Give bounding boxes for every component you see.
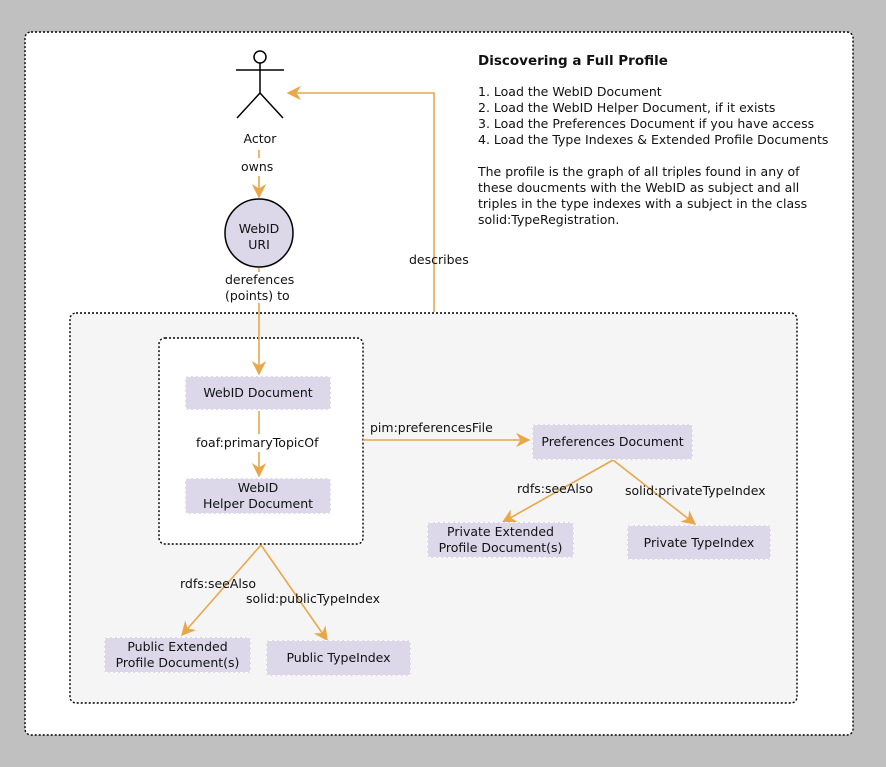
node-webid-helper-label-2: Helper Document: [202, 496, 314, 511]
edge-label-see-also-private: rdfs:seeAlso: [517, 481, 594, 496]
node-public-extended-profile: Public Extended Profile Document(s): [104, 637, 251, 673]
description-line-3: triples in the type indexes with a subje…: [478, 196, 808, 211]
node-private-extended-profile: Private Extended Profile Document(s): [427, 522, 574, 558]
node-private-extended-label-1: Private Extended: [447, 524, 554, 539]
step-3: 3. Load the Preferences Document if you …: [478, 116, 815, 131]
edge-label-private-type-index: solid:privateTypeIndex: [625, 483, 766, 498]
edge-describes: [286, 85, 435, 312]
edge-label-preferences-file: pim:preferencesFile: [370, 420, 493, 435]
webid-uri-label-1: WebID: [238, 221, 280, 236]
node-private-extended-label-2: Profile Document(s): [438, 540, 563, 555]
step-4: 4. Load the Type Indexes & Extended Prof…: [478, 132, 829, 147]
step-1: 1. Load the WebID Document: [478, 84, 662, 99]
description-line-2: these doucments with the WebID as subjec…: [478, 180, 800, 195]
edge-see-also-private: [501, 459, 614, 523]
actor-label: Actor: [243, 131, 277, 146]
actor-icon: [236, 50, 284, 119]
edge-label-dereferences-1: derefences: [225, 272, 295, 287]
edge-label-dereferences-2: (points) to: [225, 288, 290, 303]
node-webid-helper-label-1: WebID: [237, 480, 279, 495]
node-preferences-label: Preferences Document: [541, 434, 684, 449]
node-webid-document: WebID Document: [185, 376, 331, 410]
node-public-typeindex-label: Public TypeIndex: [286, 650, 391, 665]
node-public-extended-label-1: Public Extended: [127, 639, 228, 654]
edge-private-type-index: [612, 459, 697, 525]
node-preferences-document: Preferences Document: [532, 424, 693, 460]
node-private-typeindex: Private TypeIndex: [627, 525, 771, 560]
edge-label-primary-topic-of: foaf:primaryTopicOf: [196, 435, 319, 451]
node-private-typeindex-label: Private TypeIndex: [643, 534, 755, 550]
node-public-extended-label-2: Profile Document(s): [115, 655, 240, 670]
node-webid-helper-document: WebID Helper Document: [185, 478, 331, 514]
description-line-4: solid:TypeRegistration.: [478, 212, 620, 227]
webid-uri-label-2: URI: [248, 237, 270, 252]
edge-label-see-also-public: rdfs:seeAlso: [180, 576, 257, 591]
edge-label-describes: describes: [409, 252, 469, 267]
edge-label-owns: owns: [241, 159, 274, 175]
step-2: 2. Load the WebID Helper Document, if it…: [478, 100, 776, 115]
edge-see-also-public: [181, 544, 262, 637]
node-public-typeindex: Public TypeIndex: [266, 640, 411, 676]
webid-uri-circle: [224, 198, 294, 268]
edge-public-type-index: [260, 544, 328, 642]
diagram-title: Discovering a Full Profile: [478, 53, 668, 69]
node-webid-document-label: WebID Document: [203, 385, 313, 400]
description-line-1: The profile is the graph of all triples …: [478, 164, 800, 179]
edge-label-public-type-index: solid:publicTypeIndex: [246, 591, 380, 606]
